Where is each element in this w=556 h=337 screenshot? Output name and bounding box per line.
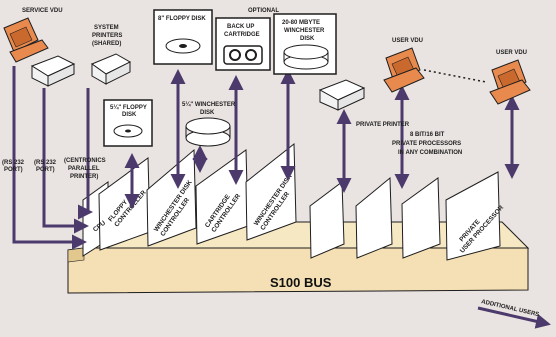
floppy-8-label: 8" FLOPPY DISK [158, 16, 206, 22]
winchester-525-label-2: DISK [200, 110, 215, 116]
processors-note-1: 8 BIT/16 BIT [410, 132, 445, 138]
processors-note-2: PRIVATE PROCESSORS [392, 141, 461, 147]
bus-label: S100 BUS [270, 275, 332, 290]
user-vdu-dotted-link [423, 69, 487, 83]
private-printer: PRIVATE PRINTER [318, 79, 410, 128]
winchester-disk-icon [185, 126, 231, 138]
additional-users: ADDITIONAL USERS [477, 299, 551, 329]
winchester-525-label-1: 5¼" WINCHESTER [182, 101, 236, 108]
card-slot-1 [309, 181, 345, 259]
backup-label-2: CARTRIDGE [224, 32, 260, 38]
rs232-b-1: (RS 232 [34, 160, 57, 166]
floppy-525-label-2: DISK [122, 112, 137, 118]
centronics-3: PRINTER) [70, 174, 98, 180]
rs232-a-1: (RS 232 [2, 160, 25, 166]
floppy-525: 5¼" FLOPPY DISK [103, 99, 153, 147]
svg-text:SYSTEM PRINTERS (S: SYSTEM PRINTERS (SHARED) [92, 25, 124, 47]
winchester-big-label-3: DISK [300, 36, 315, 42]
svg-text:5¼" FLOPPY DISK: 5¼" FLOPPY DISK [110, 104, 148, 118]
backup-label-1: BACK UP [227, 24, 254, 30]
system-printers-3: (SHARED) [92, 41, 121, 47]
svg-text:(RS 232 PORT): (RS 232 PORT) [2, 160, 26, 173]
svg-text:(RS 232 PORT): (RS 232 PORT) [34, 160, 58, 173]
private-printer-label: PRIVATE PRINTER [356, 122, 410, 128]
card-slot-2 [355, 176, 393, 259]
user-vdu-1: USER VDU [383, 38, 425, 93]
winchester-big-label-2: WINCHESTER [284, 28, 325, 34]
system-printers-2: PRINTERS [92, 33, 122, 39]
svg-text:BACK UP CARTRIDGE: BACK UP CARTRIDGE [224, 24, 260, 38]
printer-rs232 [30, 55, 76, 87]
user-vdu-2: USER VDU [489, 50, 531, 105]
service-vdu: SERVICE VDU [3, 8, 63, 63]
port-labels: (RS 232 PORT) (RS 232 PORT) (CENTRONICS … [2, 158, 107, 180]
svg-text:20-80 MBYTE WINCHESTER: 20-80 MBYTE WINCHESTER DISK [282, 20, 326, 42]
centronics-2: PARALLEL [68, 166, 100, 172]
card-private-processor [445, 171, 501, 261]
system-printer: SYSTEM PRINTERS (SHARED) [90, 25, 132, 85]
processors-note: 8 BIT/16 BIT PRIVATE PROCESSORS IN ANY C… [392, 132, 463, 156]
winchester-big-label-1: 20-80 MBYTE [282, 20, 320, 26]
winchester-big: 20-80 MBYTE WINCHESTER DISK [273, 13, 337, 75]
service-vdu-label: SERVICE VDU [22, 8, 63, 14]
user-vdu-2-label: USER VDU [496, 50, 527, 56]
processors-note-3: IN ANY COMBINATION [398, 150, 462, 156]
backup-cartridge: BACK UP CARTRIDGE [215, 17, 271, 71]
svg-text:(CENTRONICS PARALLEL: (CENTRONICS PARALLEL PRINTER) [64, 158, 107, 180]
connections [12, 66, 520, 250]
floppy-525-label-1: 5¼" FLOPPY [110, 104, 147, 111]
user-vdu-1-label: USER VDU [392, 38, 423, 44]
card-slot-3 [401, 177, 441, 259]
optional-label: OPTIONAL [248, 8, 279, 14]
link-centronics [78, 88, 93, 220]
rs232-b-2: PORT) [36, 167, 55, 173]
floppy-8: 8" FLOPPY DISK [153, 9, 213, 65]
centronics-1: (CENTRONICS [64, 158, 106, 164]
rs232-a-2: PORT) [4, 167, 23, 173]
svg-text:5¼" WINCHESTER DISK: 5¼" WINCHESTER DISK [182, 101, 237, 116]
winchester-525: 5¼" WINCHESTER DISK [182, 101, 237, 147]
link-printer-rs232 [42, 88, 89, 234]
link-service-vdu [12, 66, 87, 250]
system-printers-1: SYSTEM [94, 25, 119, 31]
